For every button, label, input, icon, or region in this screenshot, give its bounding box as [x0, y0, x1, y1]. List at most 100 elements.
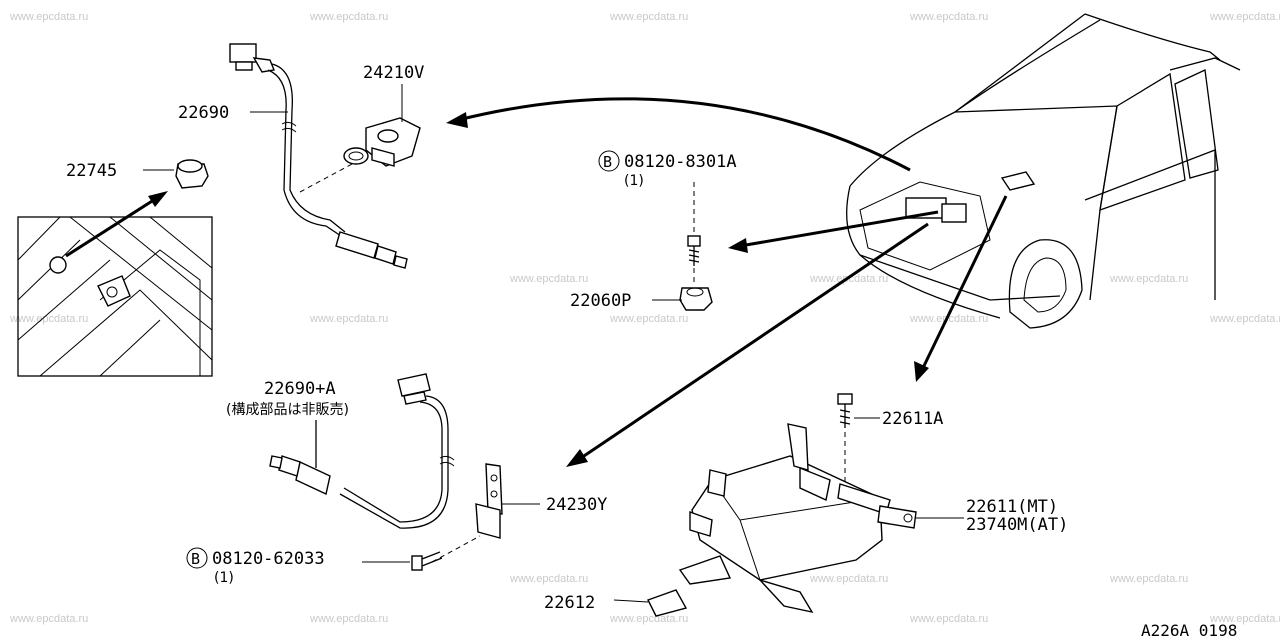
hood-line [849, 13, 1086, 187]
watermark: www.epcdata.ru [909, 313, 988, 325]
watermark: www.epcdata.ru [1109, 273, 1188, 285]
bolt-symbol-circle [186, 547, 208, 569]
label-22060p: 22060P [570, 291, 631, 311]
knock-sensor-hole [686, 287, 704, 297]
watermark: www.epcdata.ru [9, 613, 88, 625]
arrow-to-lower-sensor [577, 222, 929, 462]
sensor-body [295, 460, 331, 496]
roof-edge [1084, 13, 1221, 61]
diagram-code: A226A 0198 [1141, 621, 1237, 640]
front-wheel [1008, 239, 1083, 329]
label-qty: (1) [214, 570, 234, 586]
wheel-hub [1023, 257, 1067, 313]
watermark: www.epcdata.ru [1209, 613, 1280, 625]
oxygen-sensor-upper [229, 43, 408, 269]
mounting-ring-inner [348, 151, 364, 161]
watermark: www.epcdata.ru [909, 613, 988, 625]
oxygen-sensor-lower [269, 373, 455, 529]
leader-lines [143, 84, 964, 603]
sensor-wire-inner [267, 69, 342, 237]
sensor-wire [271, 63, 346, 233]
bracket-hole [490, 474, 498, 482]
arrow-head [148, 191, 168, 207]
sensor-wire [339, 395, 449, 529]
bracket-clip [678, 555, 732, 585]
sensor-connector [229, 43, 257, 63]
arrow-head [914, 361, 929, 382]
bracket-tab [787, 423, 809, 471]
inset-hatching [17, 216, 213, 377]
sensor-tip [393, 255, 408, 269]
bolt-symbol: B [191, 550, 200, 568]
label-08120-8301a: 08120-8301A [624, 152, 737, 172]
bolt-thread [421, 551, 443, 567]
sensor-wire-inner [343, 401, 443, 523]
grommet-22745 [175, 159, 209, 189]
label-not-sold-note: (構成部品は非販売) [226, 402, 349, 418]
fender-line [954, 105, 1118, 301]
arrow-to-ecm [920, 195, 1008, 371]
label-22745: 22745 [66, 161, 117, 181]
inset-bracket [97, 275, 131, 307]
inset-arrow [65, 194, 161, 258]
belt-line [1084, 149, 1216, 201]
watermark: www.epcdata.ru [809, 573, 888, 585]
vehicle-outline [846, 13, 1241, 329]
connector-hole [377, 129, 399, 143]
leader-line [613, 599, 649, 603]
label-22612: 22612 [544, 593, 595, 613]
inset-detail [17, 216, 213, 377]
bolt-symbol-circle [598, 150, 620, 172]
watermark: www.epcdata.ru [609, 313, 688, 325]
bracket-arm [877, 505, 917, 529]
inset-grommet [49, 256, 67, 274]
bracket-24230y [475, 463, 503, 539]
bracket-tab [707, 469, 727, 497]
bracket-plate [485, 463, 503, 515]
engine-bay [859, 181, 991, 271]
watermark: www.epcdata.ru [1209, 313, 1280, 325]
assembly-line [299, 163, 353, 193]
label-24210v: 24210V [363, 63, 424, 83]
bracket-hole [903, 513, 913, 523]
arrow-head [446, 112, 468, 128]
arrow-to-22060p [739, 210, 939, 248]
front-bumper [846, 185, 1061, 301]
label-22611a: 22611A [882, 409, 943, 429]
bolt-head [411, 555, 423, 571]
sensor-tip [269, 455, 283, 469]
watermark: www.epcdata.ru [509, 573, 588, 585]
ecm-location [1000, 171, 1036, 191]
label-22611-mt: 22611(MT) [966, 497, 1058, 517]
bolt-axis [431, 535, 481, 563]
bolt-thread [688, 246, 700, 266]
connector-latch [403, 391, 427, 405]
side-window [1174, 69, 1219, 179]
bolt-head [687, 235, 701, 247]
watermark: www.epcdata.ru [609, 11, 688, 23]
connector-latch [235, 61, 253, 71]
sensor-connector [397, 373, 431, 397]
connector-boot [252, 57, 275, 73]
clip-22612 [647, 589, 688, 617]
mounting-ring [343, 147, 369, 165]
knock-sensor-22060p [679, 182, 713, 311]
watermark: www.epcdata.ru [609, 613, 688, 625]
watermark: www.epcdata.ru [309, 313, 388, 325]
bracket-foot [475, 503, 501, 539]
bolt-head [837, 393, 853, 405]
roof-line [1169, 57, 1241, 71]
arrow-to-24210v [457, 97, 911, 172]
knock-sensor-harness [343, 117, 421, 167]
hood-ridge [954, 19, 1101, 113]
watermarks: www.epcdata.ru www.epcdata.ru www.epcdat… [9, 11, 1280, 625]
watermark: www.epcdata.ru [9, 11, 88, 23]
watermark: www.epcdata.ru [9, 313, 88, 325]
inset-bolt [106, 286, 118, 298]
bolt-thread [839, 404, 851, 428]
watermark: www.epcdata.ru [909, 11, 988, 23]
grommet-top [177, 159, 203, 173]
watermark: www.epcdata.ru [509, 273, 588, 285]
